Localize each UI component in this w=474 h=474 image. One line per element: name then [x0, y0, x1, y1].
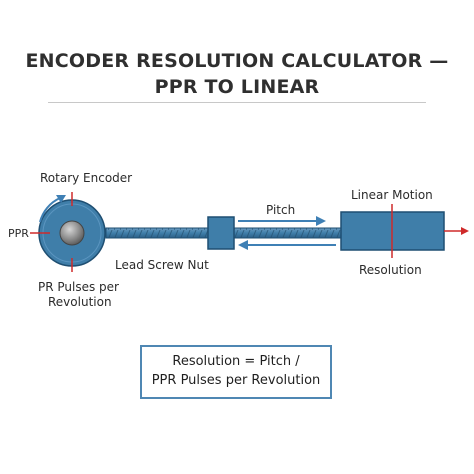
ppr-label: PPR — [8, 227, 29, 240]
resolution-label: Resolution — [359, 263, 422, 277]
lead-screw-nut — [207, 216, 235, 250]
rotation-arrowhead-icon — [56, 195, 66, 203]
formula-line-1: Resolution = Pitch / — [172, 354, 300, 369]
pr-pulses-label-line-2: Revolution — [48, 295, 112, 309]
pr-pulses-label-line-1: PR Pulses per — [38, 280, 119, 294]
pitch-arrow-left-icon — [238, 240, 336, 250]
rotation-arrow-icon — [39, 197, 61, 223]
pitch-label: Pitch — [266, 203, 296, 217]
title-divider — [48, 102, 426, 103]
lead-screw-nut-label: Lead Screw Nut — [115, 258, 209, 272]
lead-screw-right — [233, 227, 343, 239]
pitch-arrow-right-icon — [238, 216, 326, 226]
formula-box: Resolution = Pitch / PPR Pulses per Revo… — [140, 345, 332, 399]
lead-screw-left — [105, 227, 209, 239]
linear-motion-label: Linear Motion — [351, 188, 433, 202]
page-title-line-2: PPR TO LINEAR — [154, 76, 320, 98]
encoder-hub-icon — [59, 220, 85, 246]
rotary-encoder-label: Rotary Encoder — [40, 171, 133, 185]
page-title-line-1: ENCODER RESOLUTION CALCULATOR — — [25, 50, 449, 72]
formula-line-2: PPR Pulses per Revolution — [151, 373, 321, 388]
linear-output-arrow-icon — [444, 227, 469, 235]
